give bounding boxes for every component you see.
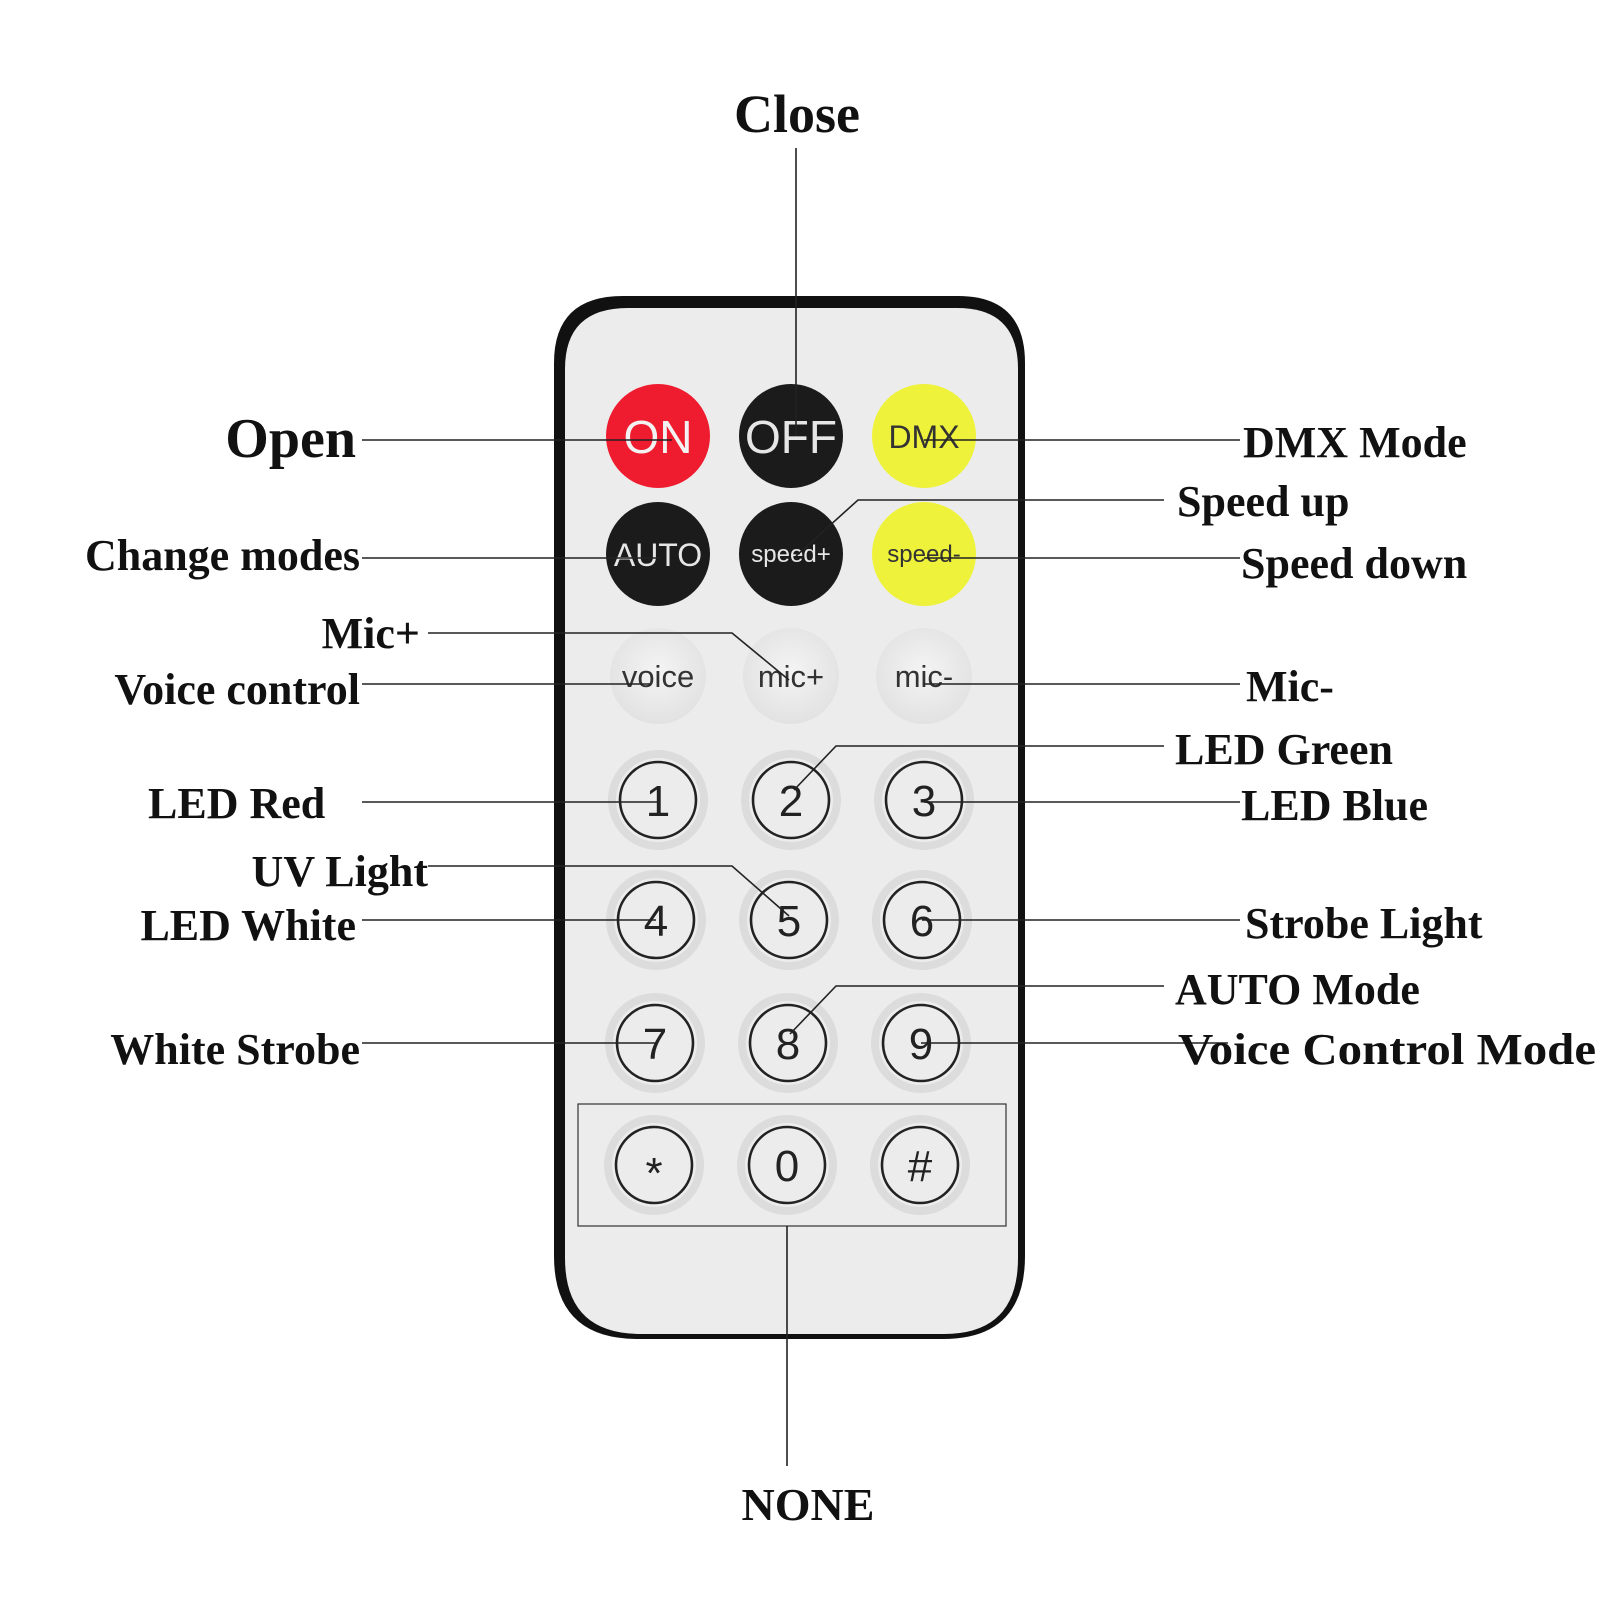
key-5[interactable]: 5 <box>739 870 839 970</box>
callout-labels: Close Open DMX Mode Speed up Change mode… <box>85 84 1596 1530</box>
key-star[interactable]: * <box>604 1115 704 1215</box>
speed-up-button-label: speed+ <box>751 541 830 568</box>
leader-speed-up <box>795 499 1164 557</box>
dmx-button[interactable]: DMX <box>872 384 976 488</box>
leader-auto-mode <box>789 985 1164 1035</box>
mic-up-button-label: mic+ <box>758 659 824 694</box>
label-led-green: LED Green <box>1175 725 1393 774</box>
mic-down-button-label: mic- <box>895 659 954 694</box>
mic-up-button[interactable]: mic+ <box>743 628 839 724</box>
speed-down-button[interactable]: speed- <box>872 502 976 606</box>
label-auto-mode: AUTO Mode <box>1175 965 1420 1014</box>
key-7-label: 7 <box>643 1020 667 1069</box>
label-mic-plus: Mic+ <box>322 609 420 658</box>
key-5-label: 5 <box>777 897 801 946</box>
none-keys-highlight-box <box>577 1103 1007 1227</box>
label-voice-control-mode: Voice Control Mode <box>1178 1025 1596 1074</box>
on-button[interactable]: ON <box>606 384 710 488</box>
dmx-button-label: DMX <box>888 419 959 455</box>
key-6-label: 6 <box>910 897 934 946</box>
label-open: Open <box>225 408 356 470</box>
label-speed-down: Speed down <box>1241 539 1467 588</box>
label-strobe-light: Strobe Light <box>1245 899 1483 948</box>
key-9-label: 9 <box>909 1020 933 1069</box>
leader-led-green <box>793 745 1164 791</box>
leader-uv-light <box>428 865 790 917</box>
label-speed-up: Speed up <box>1177 477 1349 526</box>
key-3[interactable]: 3 <box>874 750 974 850</box>
speed-down-button-label: speed- <box>887 541 960 568</box>
key-0[interactable]: 0 <box>737 1115 837 1215</box>
auto-button-label: AUTO <box>614 537 702 573</box>
leader-lines <box>362 148 1240 1466</box>
key-hash-label: # <box>908 1142 933 1191</box>
label-white-strobe: White Strobe <box>110 1025 360 1074</box>
speed-up-button[interactable]: speed+ <box>739 502 843 606</box>
key-8[interactable]: 8 <box>738 993 838 1093</box>
key-2[interactable]: 2 <box>741 750 841 850</box>
leader-mic-plus <box>428 632 790 681</box>
label-dmx-mode: DMX Mode <box>1243 418 1467 467</box>
key-hash[interactable]: # <box>870 1115 970 1215</box>
on-button-label: ON <box>624 411 693 463</box>
off-button-label: OFF <box>745 411 837 463</box>
label-led-white: LED White <box>140 901 356 950</box>
off-button[interactable]: OFF <box>739 384 843 488</box>
key-0-label: 0 <box>775 1142 799 1191</box>
key-4-label: 4 <box>644 897 668 946</box>
key-star-label: * <box>645 1149 662 1198</box>
label-uv-light: UV Light <box>252 847 429 896</box>
label-none: NONE <box>742 1479 875 1530</box>
label-mic-minus: Mic- <box>1246 662 1334 711</box>
label-change-modes: Change modes <box>85 531 360 580</box>
label-close: Close <box>734 84 860 144</box>
mic-down-button[interactable]: mic- <box>876 628 972 724</box>
voice-button[interactable]: voice <box>610 628 706 724</box>
label-led-blue: LED Blue <box>1241 781 1428 830</box>
key-1[interactable]: 1 <box>608 750 708 850</box>
voice-button-label: voice <box>622 659 694 694</box>
label-led-red: LED Red <box>148 779 325 828</box>
label-voice-control: Voice control <box>114 665 360 714</box>
auto-button[interactable]: AUTO <box>606 502 710 606</box>
